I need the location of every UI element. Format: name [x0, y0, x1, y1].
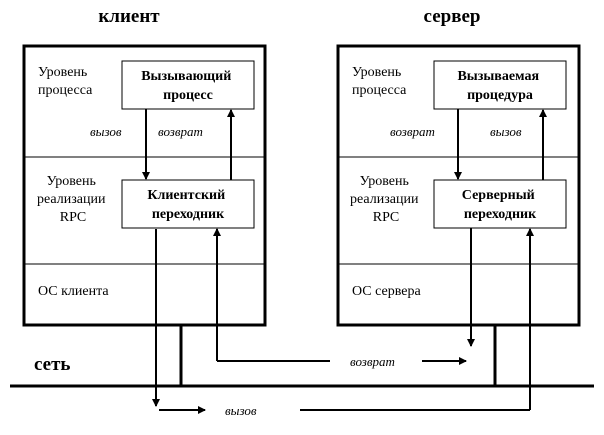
server-level-rpc-label: Уровень реализации RPC	[350, 174, 422, 225]
server-header: сервер	[424, 6, 481, 27]
client-frame	[22, 44, 267, 327]
client-header: клиент	[98, 6, 160, 27]
network-label: сеть	[34, 354, 70, 375]
client-call-label: вызов	[90, 124, 122, 139]
client-host: Уровень процесса Уровень реализации RPC …	[22, 44, 267, 327]
network-return-label: возврат	[350, 354, 395, 369]
server-host: Уровень процесса Уровень реализации RPC …	[336, 44, 581, 327]
client-level-rpc-label: Уровень реализации RPC	[37, 174, 109, 225]
svg-text:Клиентский переходник: Клиентский переходник	[147, 188, 228, 222]
svg-text:Серверный переходник: Серверный переходник	[462, 188, 538, 222]
svg-text:Вызывающий процесс: Вызывающий процесс	[141, 69, 235, 103]
client-level-process-label: Уровень процесса	[38, 65, 93, 98]
svg-text:Вызываемая процедура: Вызываемая процедура	[457, 69, 542, 103]
called-procedure-box: Вызываемая процедура	[433, 60, 567, 110]
server-stub-box: Серверный переходник	[433, 179, 567, 229]
client-return-label: возврат	[158, 124, 203, 139]
calling-process-box: Вызывающий процесс	[121, 60, 255, 110]
client-os-label: ОС клиента	[38, 284, 109, 299]
server-level-process-label: Уровень процесса	[352, 65, 407, 98]
network-call-label: вызов	[225, 403, 257, 418]
client-stub-box: Клиентский переходник	[121, 179, 255, 229]
server-os-label: ОС сервера	[352, 284, 421, 299]
network: сеть возврат вызов	[10, 228, 594, 418]
server-frame	[336, 44, 581, 327]
server-call-label: вызов	[490, 124, 522, 139]
server-return-label: возврат	[390, 124, 435, 139]
